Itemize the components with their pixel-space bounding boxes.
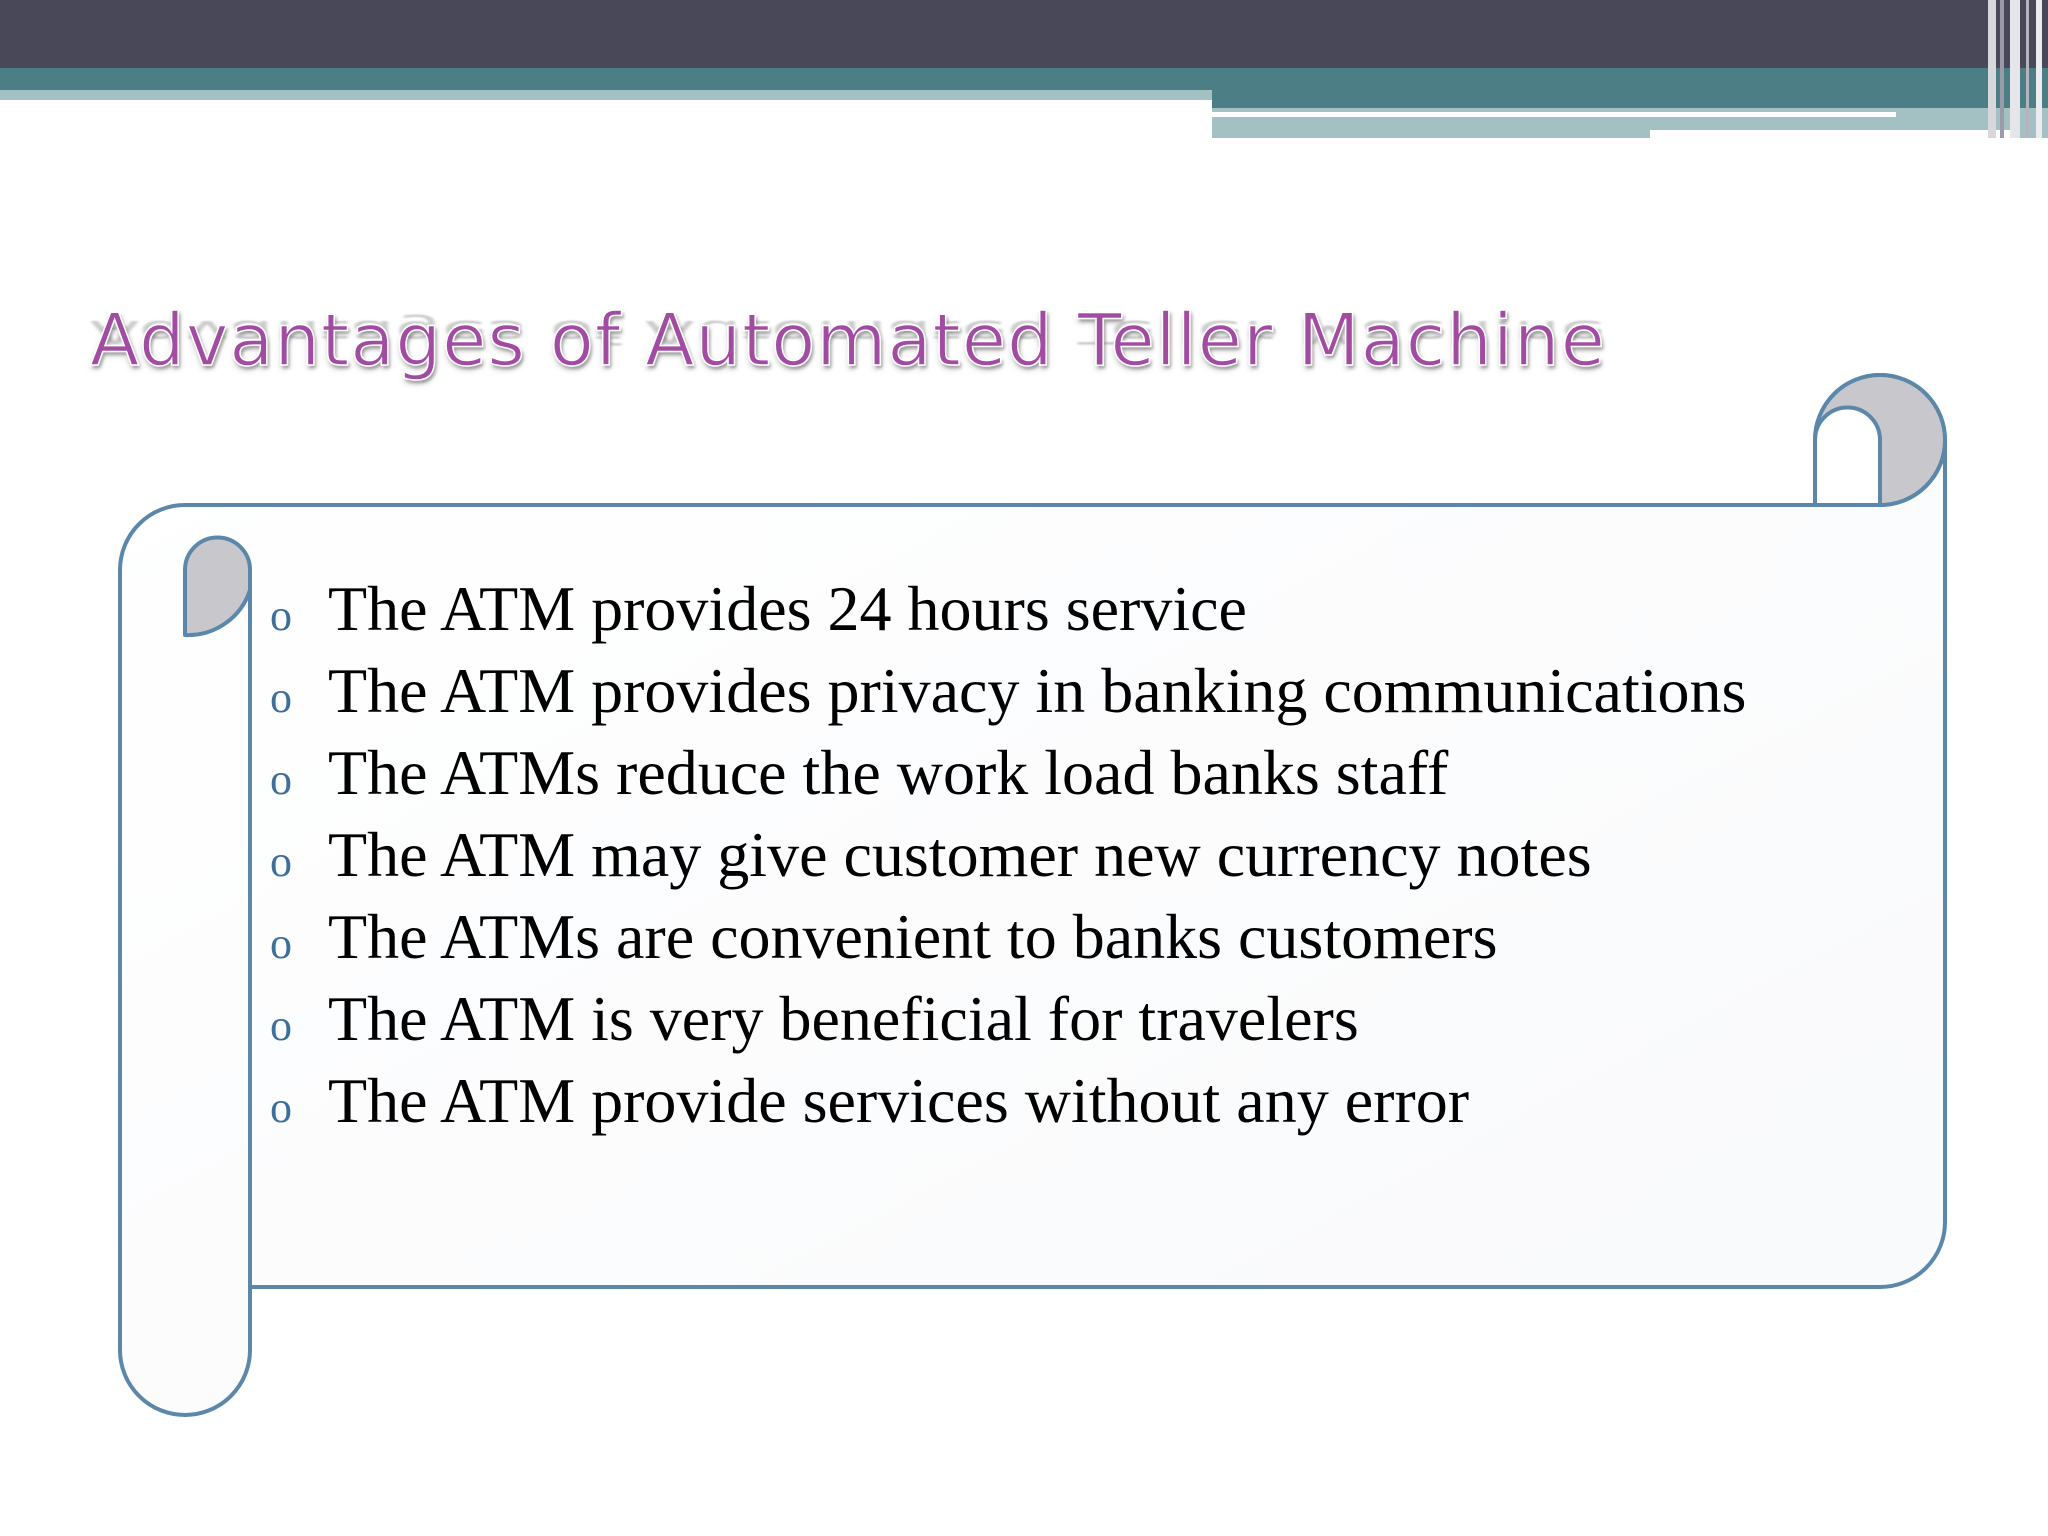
list-item: o The ATM may give customer new currency…: [270, 818, 1746, 900]
list-item: o The ATMs are convenient to banks custo…: [270, 900, 1746, 982]
list-item: o The ATM provides 24 hours service: [270, 572, 1746, 654]
list-item: o The ATMs reduce the work load banks st…: [270, 736, 1746, 818]
hollow-circle-bullet-icon: o: [270, 1001, 292, 1050]
bullet-text: The ATM provides privacy in banking comm…: [328, 655, 1747, 726]
header-stripe: [2036, 0, 2042, 138]
hollow-circle-bullet-icon: o: [270, 591, 292, 640]
bullet-text: The ATMs reduce the work load banks staf…: [328, 737, 1449, 808]
bullet-text: The ATM provide services without any err…: [328, 1065, 1470, 1136]
list-item: o The ATM provide services without any e…: [270, 1064, 1746, 1146]
page-title: Advantages of Automated Teller Machine: [89, 297, 1606, 383]
hollow-circle-bullet-icon: o: [270, 837, 292, 886]
header-white-line: [1212, 112, 1896, 117]
hollow-circle-bullet-icon: o: [270, 1083, 292, 1132]
hollow-circle-bullet-icon: o: [270, 919, 292, 968]
header-stripe: [2010, 0, 2020, 138]
title-block: Advantages of Automated Teller Machine A…: [89, 292, 1690, 432]
header-dark-band: [0, 0, 2048, 68]
hollow-circle-bullet-icon: o: [270, 673, 292, 722]
list-item: o The ATM is very beneficial for travele…: [270, 982, 1746, 1064]
bullet-text: The ATMs are convenient to banks custome…: [328, 901, 1498, 972]
header-light-band: [0, 90, 1212, 100]
list-item: o The ATM provides privacy in banking co…: [270, 654, 1746, 736]
header-stripe: [2000, 0, 2004, 138]
hollow-circle-bullet-icon: o: [270, 755, 292, 804]
header-stripe: [2026, 0, 2029, 138]
header-teal-band-right: [1212, 68, 2048, 108]
bullet-list: o The ATM provides 24 hours service o Th…: [270, 572, 1746, 1146]
bullet-text: The ATM may give customer new currency n…: [328, 819, 1592, 890]
header-stripe: [1988, 0, 1996, 138]
bullet-text: The ATM provides 24 hours service: [328, 573, 1247, 644]
header-white-gap: [1650, 130, 2010, 140]
scroll-left-curl: [183, 535, 252, 638]
bullet-text: The ATM is very beneficial for travelers: [328, 983, 1359, 1054]
header-teal-band: [0, 68, 1212, 90]
